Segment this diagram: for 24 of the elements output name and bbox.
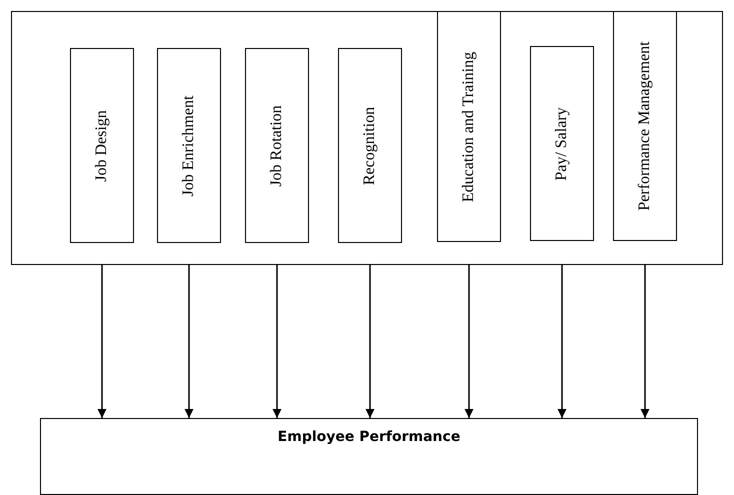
arrow xyxy=(558,265,566,418)
arrow xyxy=(98,265,106,418)
factor-box xyxy=(530,46,594,241)
arrow xyxy=(640,265,650,418)
factor-label: Recognition xyxy=(361,106,379,185)
outcome-box xyxy=(40,418,698,495)
arrow xyxy=(366,265,374,418)
arrow xyxy=(272,265,282,418)
arrow xyxy=(184,265,194,418)
factor-label: Job Design xyxy=(93,110,111,182)
factor-box xyxy=(613,11,677,241)
factor-label: Education and Training xyxy=(460,51,478,202)
arrow xyxy=(464,265,474,418)
factor-box xyxy=(70,48,134,243)
factor-box xyxy=(245,48,309,243)
factor-label: Job Enrichment xyxy=(180,95,198,196)
factor-box xyxy=(437,11,501,242)
factor-label: Job Rotation xyxy=(268,104,286,186)
factor-box xyxy=(338,48,402,243)
factor-label: Pay/ Salary xyxy=(553,106,571,180)
outcome-label: Employee Performance xyxy=(276,429,462,445)
frame-box xyxy=(11,11,723,265)
factor-box xyxy=(157,48,221,243)
factor-label: Performance Management xyxy=(636,41,654,211)
